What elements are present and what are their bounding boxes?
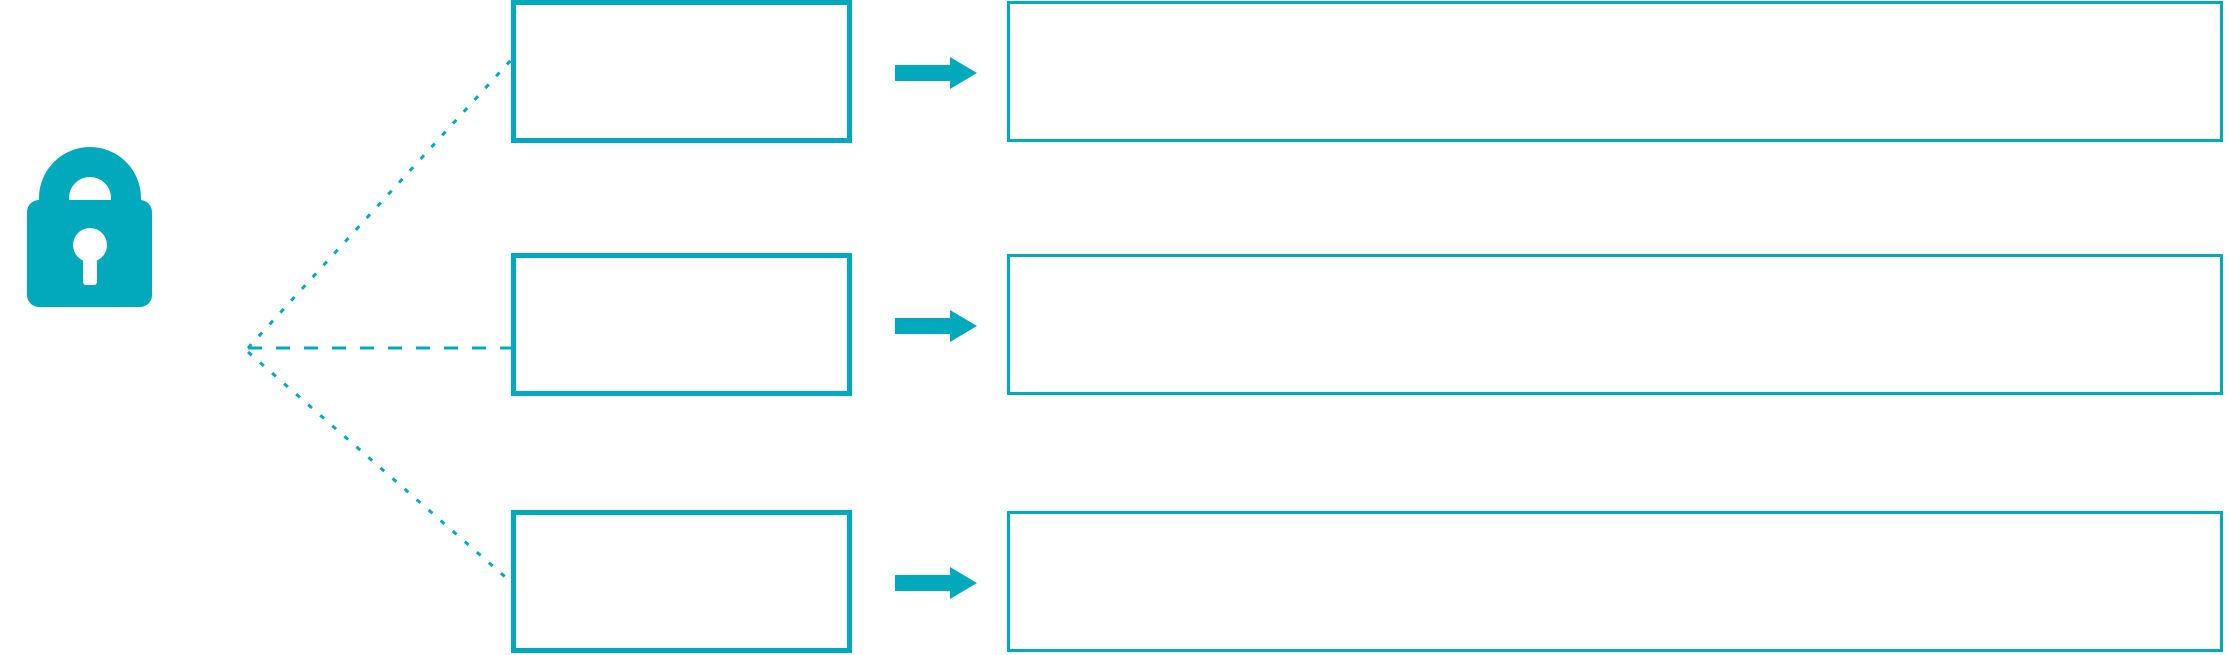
diagram-row: [0, 0, 2229, 145]
large-box-row-2[interactable]: [1007, 254, 2223, 395]
small-box-row-2[interactable]: [511, 253, 852, 396]
large-box-row-1[interactable]: [1007, 1, 2223, 142]
diagram-row: [0, 253, 2229, 398]
arrow-right-icon-row-1: [895, 57, 977, 89]
small-box-row-3[interactable]: [511, 510, 852, 653]
padlock-keyhole: [73, 228, 107, 285]
arrow-right-icon-row-2: [895, 310, 977, 342]
arrow-right-icon-row-3: [895, 567, 977, 599]
large-box-row-3[interactable]: [1007, 511, 2223, 652]
padlock-shackle: [39, 147, 141, 215]
diagram-row: [0, 510, 2229, 655]
small-box-row-1[interactable]: [511, 0, 852, 143]
